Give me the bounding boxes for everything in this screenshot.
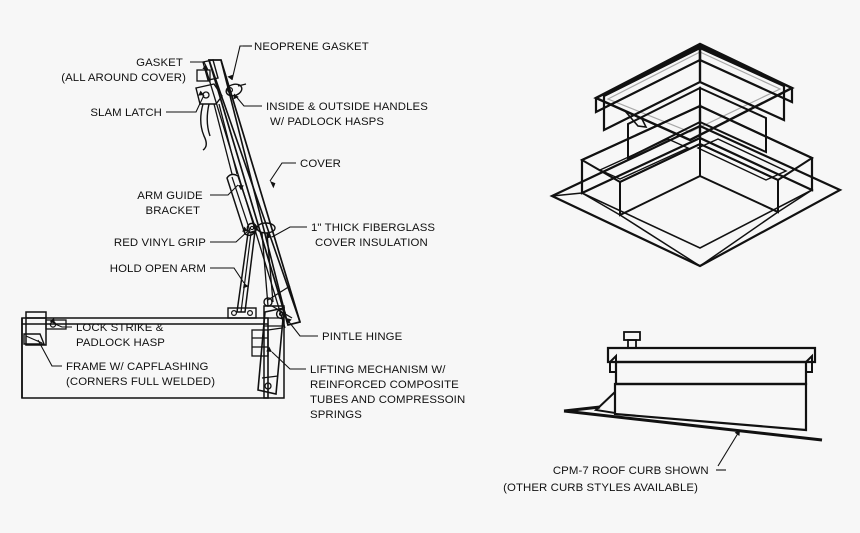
vent-knob (623, 331, 641, 349)
label-lifting-mechanism: LIFTING MECHANISM W/ REINFORCED COMPOSIT… (310, 364, 469, 421)
label-pintle-hinge: PINTLE HINGE (322, 331, 403, 343)
hold-open-arm-assembly (213, 103, 276, 319)
label-red-vinyl-grip: RED VINYL GRIP (114, 237, 206, 249)
caption-roof-curb: CPM-7 ROOF CURB SHOWN (OTHER CURB STYLES… (503, 465, 712, 494)
label-arm-guide-bracket: ARM GUIDE BRACKET (137, 190, 206, 217)
label-cover: COVER (300, 158, 341, 170)
label-lock-strike-padlock-hasp: LOCK STRIKE & PADLOCK HASP (76, 322, 167, 349)
label-layer: GASKET (ALL AROUND COVER) NEOPRENE GASKE… (61, 41, 726, 494)
label-fiberglass-insulation: 1" THICK FIBERGLASS COVER INSULATION (311, 222, 438, 249)
slam-latch-assembly (195, 83, 223, 151)
label-slam-latch: SLAM LATCH (90, 107, 162, 119)
label-neoprene-gasket: NEOPRENE GASKET (254, 41, 369, 53)
label-inside-outside-handles: INSIDE & OUTSIDE HANDLES W/ PADLOCK HASP… (266, 101, 431, 128)
pintle-hinge-post (251, 305, 287, 399)
lifting-mechanism-tube (257, 285, 293, 395)
lid-handle (624, 110, 648, 128)
label-hold-open-arm: HOLD OPEN ARM (110, 263, 206, 275)
isometric-hatch-view (549, 42, 843, 268)
neoprene-gasket-detail (196, 59, 219, 82)
cutaway-section-view (21, 45, 318, 399)
label-frame-capflashing: FRAME W/ CAPFLASHING (CORNERS FULL WELDE… (66, 361, 215, 388)
side-elevation-curb-view (563, 331, 823, 467)
leader-lines (37, 45, 318, 370)
label-gasket: GASKET (ALL AROUND COVER) (61, 57, 186, 84)
